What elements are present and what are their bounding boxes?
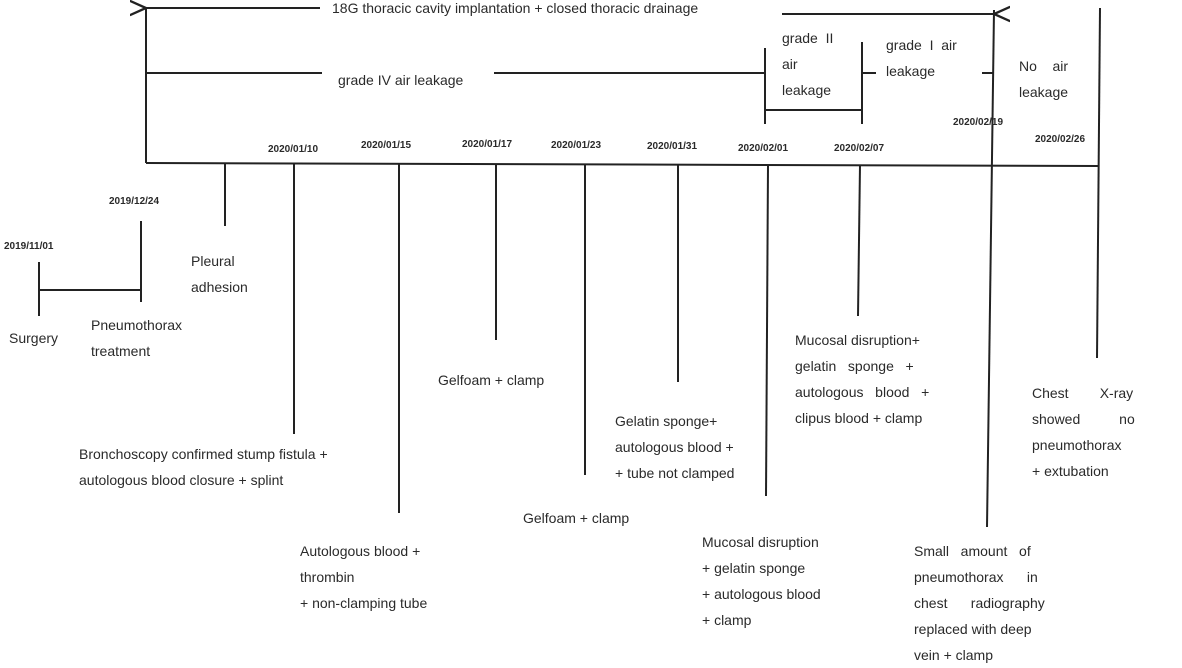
event-line: gelatin sponge + — [795, 358, 914, 374]
grade2-label-line: leakage — [782, 82, 832, 98]
event-line: + extubation — [1032, 463, 1109, 479]
event-line: pneumothorax in — [914, 569, 1038, 585]
grade1-label-line: leakage — [886, 63, 936, 79]
event-line: treatment — [91, 343, 151, 359]
event-gelfoam-0123: Gelfoam + clamp — [523, 510, 630, 526]
no-leakage-label: No air leakage — [1019, 53, 1068, 105]
event-line-0207 — [857, 164, 861, 317]
grade2-label: grade II air leakage — [782, 25, 833, 103]
event-chest-xray: Chest X-ray showed no pneumothorax + ext… — [1032, 380, 1135, 484]
date-20200117: 2020/01/17 — [462, 139, 513, 150]
date-20200123: 2020/01/23 — [551, 140, 602, 151]
event-surgery: Surgery — [9, 330, 59, 346]
event-line: Chest X-ray — [1032, 385, 1134, 401]
grade1-label-line: grade I air — [886, 37, 957, 53]
event-autologous-thrombin: Autologous blood + thrombin + non-clampi… — [300, 538, 427, 616]
event-line: + non-clamping tube — [300, 595, 428, 611]
event-line: adhesion — [191, 279, 248, 295]
event-line: autologous blood closure + splint — [79, 472, 284, 488]
event-line: vein + clamp — [914, 647, 993, 663]
event-line: Pleural — [191, 253, 235, 269]
event-line: pneumothorax — [1032, 437, 1122, 453]
event-small-pneumothorax: Small amount of pneumothorax in chest ra… — [914, 538, 1045, 668]
event-line: + tube not clamped — [615, 465, 735, 481]
date-20200201: 2020/02/01 — [738, 143, 789, 154]
event-mucosal-0201: Mucosal disruption + gelatin sponge + au… — [702, 529, 821, 633]
event-line: + gelatin sponge — [702, 560, 806, 576]
event-line: Small amount of — [914, 543, 1031, 559]
event-line: autologous blood + — [615, 439, 734, 455]
event-line: thrombin — [300, 569, 355, 585]
event-line: + clamp — [702, 612, 752, 628]
date-20200115: 2020/01/15 — [361, 140, 412, 151]
no-leakage-label-line: leakage — [1019, 84, 1069, 100]
event-line: Mucosal disruption+ — [795, 332, 920, 348]
event-line: replaced with deep — [914, 621, 1032, 637]
date-20200226: 2020/02/26 — [1035, 134, 1086, 145]
grade2-label-line: grade II — [782, 30, 834, 46]
event-line: chest radiography — [914, 595, 1045, 611]
event-bronchoscopy: Bronchoscopy confirmed stump fistula + a… — [79, 441, 328, 493]
event-line: Gelatin sponge+ — [615, 413, 718, 429]
event-line: clipus blood + clamp — [795, 410, 923, 426]
event-line: Pneumothorax — [91, 317, 183, 333]
date-20200110: 2020/01/10 — [268, 144, 319, 155]
event-line: Autologous blood + — [300, 543, 421, 559]
event-line: autologous blood + — [795, 384, 930, 400]
main-axis-line — [145, 162, 1100, 167]
grade1-label: grade I air leakage — [886, 32, 957, 84]
event-pleural-adhesion: Pleural adhesion — [191, 248, 248, 300]
event-line-0201 — [765, 164, 769, 497]
event-line: + autologous blood — [702, 586, 821, 602]
event-line-0226 — [1096, 7, 1101, 359]
event-line: showed no — [1032, 411, 1135, 427]
grade2-label-line: air — [782, 56, 798, 72]
date-20200219: 2020/02/19 — [953, 117, 1004, 128]
no-leakage-label-line: No air — [1019, 58, 1069, 74]
event-mucosal-0207: Mucosal disruption+ gelatin sponge + aut… — [795, 327, 929, 431]
event-line-0219 — [986, 9, 995, 528]
event-line: Bronchoscopy confirmed stump fistula + — [79, 446, 328, 462]
event-line: Mucosal disruption — [702, 534, 819, 550]
date-20191224: 2019/12/24 — [109, 196, 160, 207]
event-gelfoam-0117: Gelfoam + clamp — [438, 372, 545, 388]
event-gelatin-sponge: Gelatin sponge+ autologous blood + + tub… — [615, 408, 734, 486]
date-20191101: 2019/11/01 — [4, 241, 54, 252]
event-pneumothorax-treatment: Pneumothorax treatment — [91, 312, 182, 364]
drainage-label: 18G thoracic cavity implantation + close… — [332, 0, 699, 16]
date-20200131: 2020/01/31 — [647, 141, 698, 152]
date-20200207: 2020/02/07 — [834, 143, 885, 154]
grade4-label: grade IV air leakage — [338, 72, 464, 88]
